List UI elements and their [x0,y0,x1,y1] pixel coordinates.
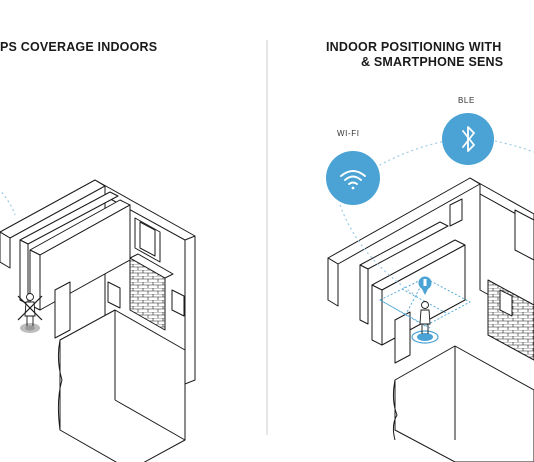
bluetooth-icon [462,126,475,152]
left-building [0,179,196,462]
right-panel-title-line1: INDOOR POSITIONING WITH [326,40,502,54]
ble-bubble [442,113,494,165]
positioning-grid [379,277,471,329]
left-person-group [17,293,43,333]
wifi-icon [340,170,366,190]
right-person-group [411,276,439,344]
ble-label: BLE [458,96,475,105]
left-panel-title: PS COVERAGE INDOORS [0,40,158,54]
person-icon [24,293,36,326]
right-building [327,177,534,462]
person-icon [419,301,431,334]
cross-icon [17,295,43,321]
location-pin-icon [418,276,432,295]
right-panel-title-line2: & SMARTPHONE SENS [361,55,504,69]
wifi-bubble [326,151,380,205]
wifi-label: WI-FI [337,129,360,138]
